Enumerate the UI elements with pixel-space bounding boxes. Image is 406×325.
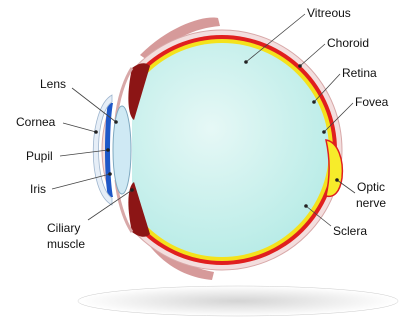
label-optic-nerve-line2: nerve — [356, 196, 386, 210]
label-ciliary-muscle-line1: Ciliary — [47, 221, 80, 235]
label-fovea: Fovea — [355, 95, 389, 109]
label-optic-nerve-line1: Optic — [357, 180, 385, 194]
label-cornea: Cornea — [16, 115, 56, 129]
label-pupil: Pupil — [26, 149, 53, 163]
lens — [113, 106, 131, 194]
label-lens: Lens — [40, 77, 66, 91]
label-iris: Iris — [30, 182, 46, 196]
label-vitreous: Vitreous — [307, 6, 351, 20]
label-sclera: Sclera — [333, 224, 367, 238]
label-choroid: Choroid — [327, 36, 369, 50]
ground-shadow — [78, 286, 398, 316]
label-ciliary-muscle-line2: muscle — [47, 237, 85, 251]
label-retina: Retina — [342, 66, 377, 80]
